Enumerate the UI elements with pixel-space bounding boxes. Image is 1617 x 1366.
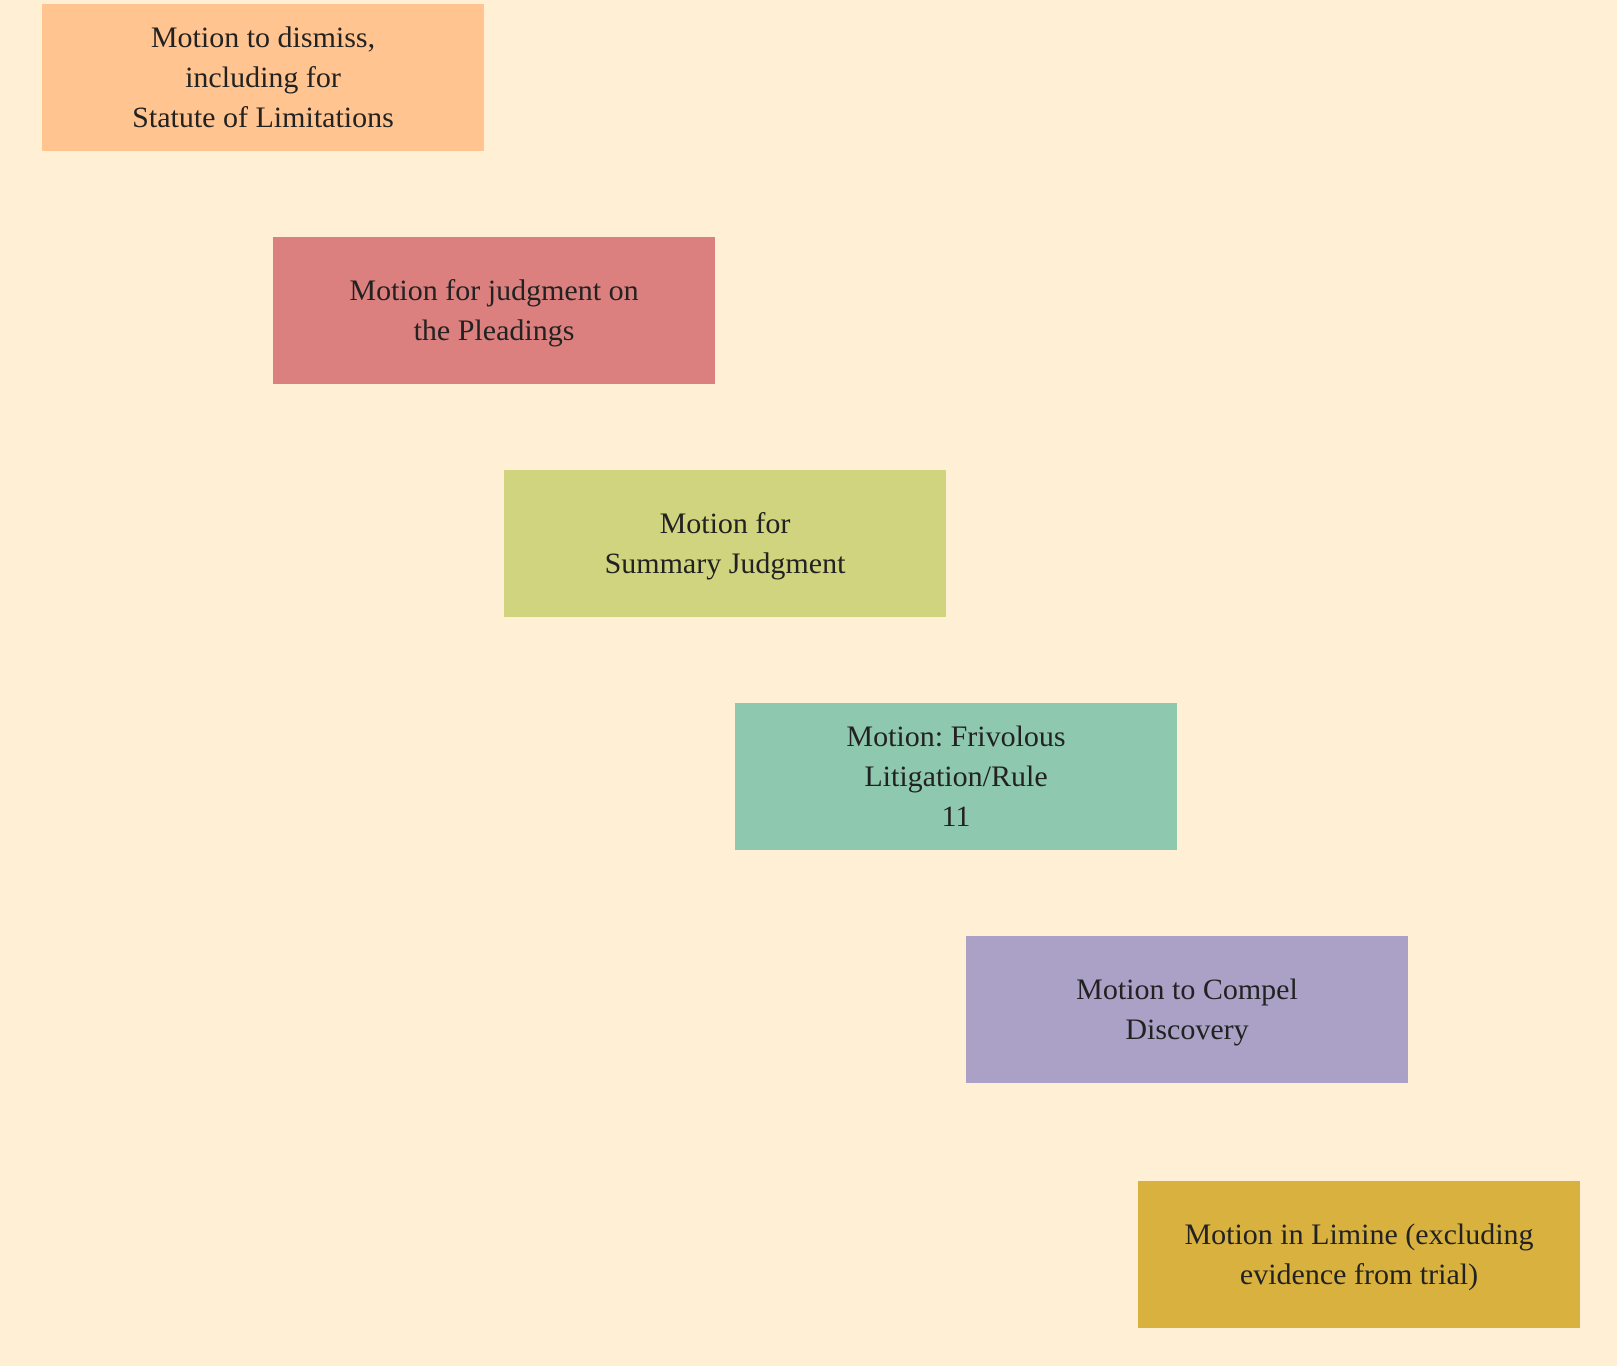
node-label: Motion for judgment on the Pleadings: [349, 273, 639, 347]
node-summary-judgment: Motion for Summary Judgment: [504, 470, 946, 617]
node-judgment-on-pleadings: Motion for judgment on the Pleadings: [273, 237, 715, 384]
node-label: Motion to Compel Discovery: [1076, 972, 1298, 1046]
node-label: Motion to dismiss, including for Statute…: [132, 20, 394, 134]
node-compel-discovery: Motion to Compel Discovery: [966, 936, 1408, 1083]
node-label: Motion for Summary Judgment: [604, 506, 846, 580]
node-frivolous-litigation: Motion: Frivolous Litigation/Rule 11: [735, 703, 1177, 850]
node-motion-to-dismiss: Motion to dismiss, including for Statute…: [42, 4, 484, 151]
node-motion-in-limine: Motion in Limine (excluding evidence fro…: [1138, 1181, 1580, 1328]
node-label: Motion: Frivolous Litigation/Rule 11: [846, 719, 1066, 833]
node-label: Motion in Limine (excluding evidence fro…: [1184, 1217, 1534, 1291]
